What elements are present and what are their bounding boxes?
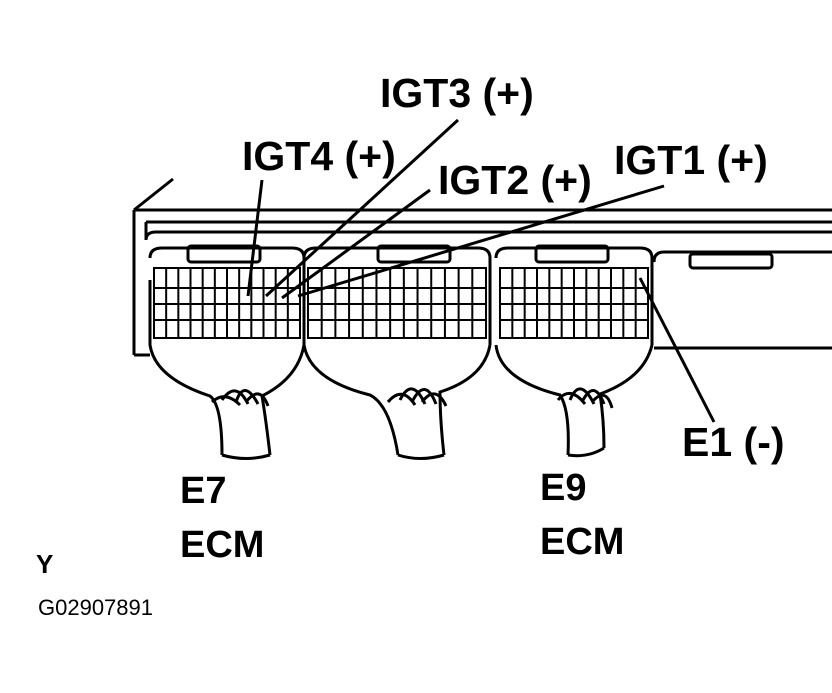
e9-label: E9 (540, 467, 586, 509)
igt3-leader (264, 118, 460, 298)
figure-code: G02907891 (38, 595, 153, 620)
e1-leader (638, 277, 716, 423)
igt1-leader (297, 184, 665, 298)
ecm-housing (132, 177, 832, 357)
e7-pin-grid (153, 267, 301, 339)
e7-label: E7 (180, 470, 226, 512)
igt4-leader (246, 179, 264, 297)
connector-pin-grids (153, 267, 649, 339)
leader-lines (246, 118, 716, 423)
y-label: Y (36, 549, 53, 579)
igt1-label: IGT1 (+) (614, 137, 768, 183)
e1-label: E1 (-) (682, 419, 785, 465)
igt3-label: IGT3 (+) (380, 70, 534, 116)
igt2-leader (281, 188, 431, 300)
igt4-label: IGT4 (+) (242, 133, 396, 179)
middle-pin-grid (307, 267, 487, 339)
wire-harnesses (148, 280, 654, 460)
igt2-label: IGT2 (+) (438, 157, 592, 203)
e7-ecm-label: ECM (180, 524, 264, 566)
e9-pin-grid (499, 267, 649, 339)
e9-ecm-label: ECM (540, 521, 624, 563)
